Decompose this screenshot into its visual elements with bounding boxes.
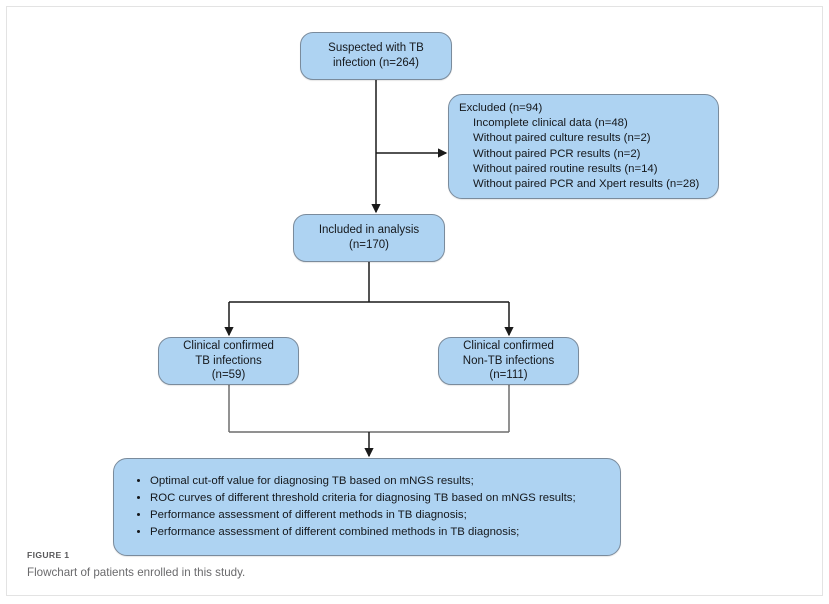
node-tb-line-1: Clinical confirmed	[183, 340, 274, 353]
flowchart-connectors	[224, 80, 514, 458]
excluded-item-no-pcr: Without paired PCR results (n=2)	[473, 147, 641, 160]
node-suspected-line-1: Suspected with TB	[328, 42, 424, 55]
excluded-heading: Excluded (n=94)	[459, 101, 543, 114]
outcome-item-cutoff: Optimal cut-off value for diagnosing TB …	[150, 473, 576, 490]
node-tb-line-2: TB infections	[195, 354, 262, 367]
outcomes-list: Optimal cut-off value for diagnosing TB …	[128, 473, 576, 542]
figure-caption-text: Flowchart of patients enrolled in this s…	[27, 566, 246, 579]
excluded-item-incomplete-clinical-data: Incomplete clinical data (n=48)	[473, 116, 628, 129]
node-outcomes: Optimal cut-off value for diagnosing TB …	[113, 458, 621, 556]
outcome-item-roc: ROC curves of different threshold criter…	[150, 490, 576, 507]
excluded-item-no-culture: Without paired culture results (n=2)	[473, 132, 651, 145]
node-included-line-2: (n=170)	[349, 239, 389, 251]
excluded-item-no-pcr-xpert: Without paired PCR and Xpert results (n=…	[473, 178, 700, 191]
outcome-item-combined-methods: Performance assessment of different comb…	[150, 524, 576, 541]
node-nontb-line-2: Non-TB infections	[462, 354, 555, 367]
node-suspected-with-tb: Suspected with TB infection (n=264)	[300, 32, 452, 80]
outcome-item-methods: Performance assessment of different meth…	[150, 507, 576, 524]
figure-caption: FIGURE 1 Flowchart of patients enrolled …	[27, 550, 727, 580]
node-clinical-confirmed-tb: Clinical confirmed TB infections (n=59)	[158, 337, 299, 385]
node-included-in-analysis: Included in analysis (n=170)	[293, 214, 445, 262]
node-included-line-1: Included in analysis	[318, 224, 420, 237]
figure-caption-label: FIGURE 1	[27, 550, 70, 560]
node-nontb-line-3: (n=111)	[489, 369, 528, 382]
node-nontb-line-1: Clinical confirmed	[463, 340, 554, 353]
flowchart-canvas: Suspected with TB infection (n=264) Excl…	[7, 7, 824, 556]
figure-panel: Suspected with TB infection (n=264) Excl…	[6, 6, 823, 596]
node-tb-line-3: (n=59)	[211, 369, 246, 382]
node-suspected-line-2: infection (n=264)	[333, 57, 419, 69]
node-excluded: Excluded (n=94) Incomplete clinical data…	[448, 94, 719, 199]
node-clinical-confirmed-non-tb: Clinical confirmed Non-TB infections (n=…	[438, 337, 579, 385]
excluded-item-no-routine: Without paired routine results (n=14)	[473, 162, 658, 175]
